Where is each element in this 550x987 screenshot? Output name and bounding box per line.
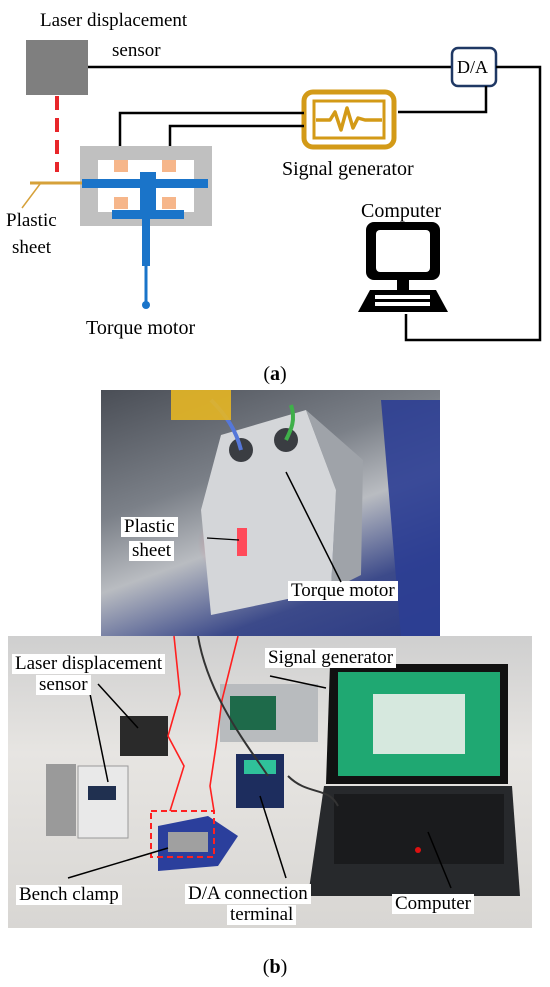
coil (114, 197, 128, 209)
callout-da-connection: D/A connection (185, 884, 311, 904)
caption-b-letter: b (269, 956, 281, 978)
caption-a-letter: a (270, 363, 280, 385)
setup-photo: Laser displacement sensor Signal generat… (8, 636, 532, 928)
label-signal-generator: Signal generator (282, 158, 414, 180)
coil (162, 160, 176, 172)
label-da: D/A (457, 57, 488, 77)
computer-icon (358, 222, 448, 312)
label-laser-sensor-2: sensor (112, 40, 161, 61)
coil (162, 197, 176, 209)
schematic-diagram (21, 40, 542, 342)
label-sheet: sheet (12, 237, 52, 258)
callout-laser-sensor: Laser displacement (12, 654, 166, 674)
wire-da-computer (404, 65, 542, 342)
signal-waveform (316, 106, 382, 132)
coil (114, 160, 128, 172)
callout-bench-clamp: Bench clamp (16, 885, 122, 905)
zoom-line-right (209, 636, 239, 812)
callout-computer: Computer (392, 894, 474, 914)
label-plastic: Plastic (6, 210, 57, 231)
wire-motor-siggen-1 (118, 111, 304, 162)
wire-da-siggen (398, 86, 488, 114)
label-laser-sensor: Laser displacement (40, 10, 188, 31)
closeup-photo: Plastic sheet Torque motor (101, 390, 440, 637)
label-computer: Computer (361, 200, 441, 222)
zoom-line-left (167, 636, 185, 812)
callout-da-terminal: terminal (227, 905, 297, 925)
label-torque-motor: Torque motor (86, 317, 196, 339)
callout-signal-generator: Signal generator (265, 648, 397, 668)
caption-a: (a) (263, 363, 287, 385)
laser-sensor-block (26, 40, 88, 95)
callout-sheet: sheet (129, 541, 175, 561)
motor-highlight-box (150, 810, 215, 858)
callout-plastic: Plastic (121, 517, 178, 537)
callout-torque-motor: Torque motor (288, 581, 398, 601)
callout-laser-sensor-2: sensor (36, 675, 91, 695)
caption-b: (b) (262, 956, 288, 978)
